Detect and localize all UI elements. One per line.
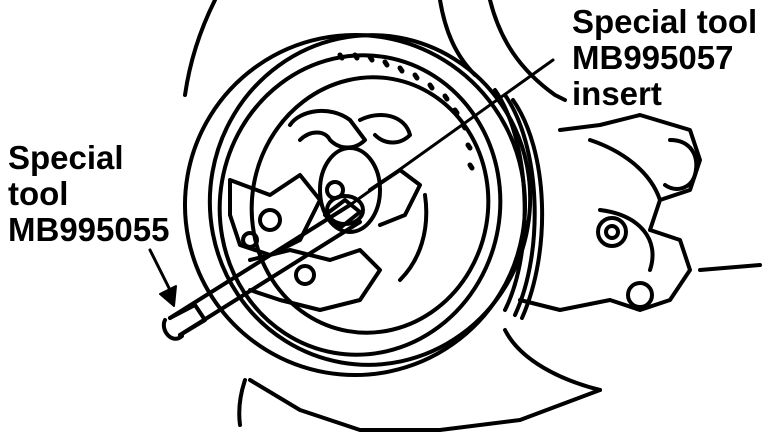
crankshaft-pulley [183, 33, 545, 377]
puller-handle-bolt [161, 203, 362, 341]
engine-block-outline [183, 0, 762, 432]
callout-left-line3: MB995055 [8, 211, 170, 248]
callout-right-line2: MB995057 [572, 39, 734, 76]
insert-tool [318, 146, 382, 234]
callout-tool-mb995057-insert: Special tool MB995057 insert [572, 4, 757, 112]
callout-left-line1: Special [8, 139, 124, 176]
arrow-left-callout [148, 248, 177, 307]
callout-tool-mb995055: Special tool MB995055 [8, 140, 169, 248]
leader-line-insert [348, 58, 555, 207]
callout-right-line3: insert [572, 75, 662, 112]
callout-right-line1: Special tool [572, 3, 758, 40]
callout-left-line2: tool [8, 175, 69, 212]
